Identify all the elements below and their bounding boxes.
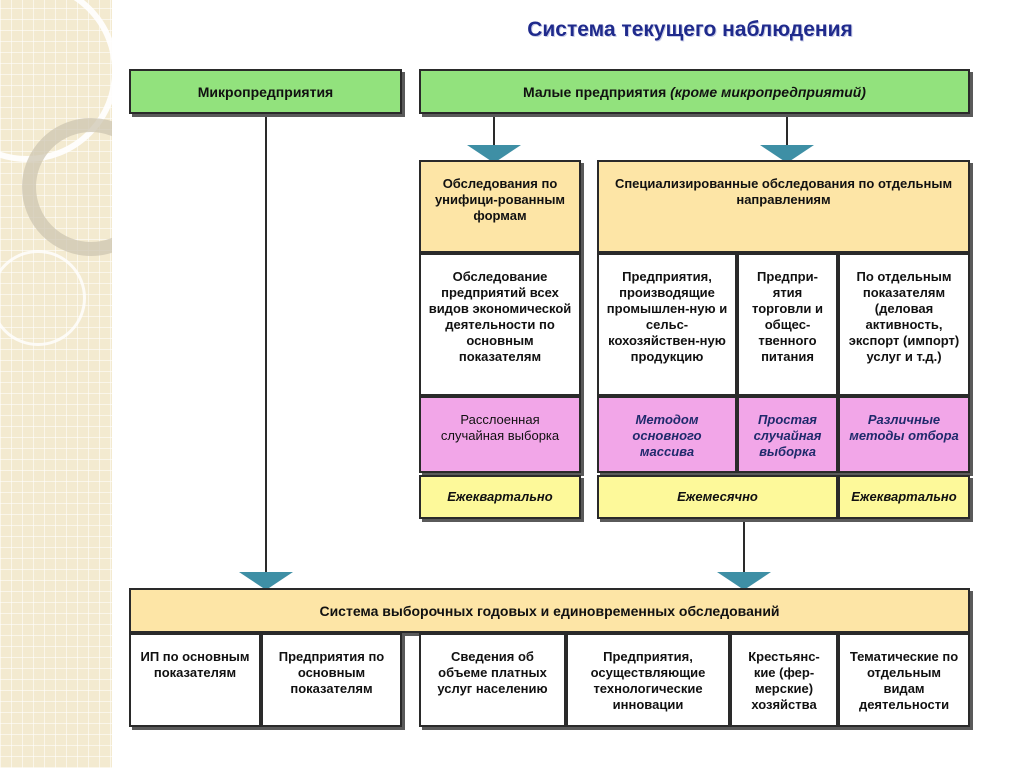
- annual-surveys-header: Система выборочных годовых и единовремен…: [129, 588, 970, 633]
- simple-random-sample-label: Простая случайная выборка: [753, 412, 822, 459]
- all-activity-survey-box: Обследование предприятий всех видов экон…: [419, 253, 581, 396]
- bottom-cell: Крестьянс-кие (фер-мерские) хозяйства: [730, 633, 838, 727]
- connector-line: [265, 115, 267, 575]
- simple-random-sample-box: Простая случайная выборка: [737, 396, 838, 473]
- arrow-down-icon: [760, 145, 814, 163]
- separate-indicators-label: По отдельным показателям (деловая активн…: [848, 269, 960, 364]
- small-enterprises-box: Малые предприятия (кроме микропредприяти…: [419, 69, 970, 114]
- frequency-label: Ежеквартально: [447, 489, 553, 504]
- micro-enterprises-label: Микропредприятия: [197, 83, 334, 100]
- bottom-cell-label: Тематические по отдельным видам деятельн…: [849, 649, 959, 712]
- arrow-down-icon: [239, 572, 293, 590]
- specialized-surveys-header: Специализированные обследования по отдел…: [597, 160, 970, 253]
- frequency-label: Ежемесячно: [677, 489, 758, 504]
- arrow-down-icon: [717, 572, 771, 590]
- decorative-ring: [0, 250, 86, 346]
- bottom-cell: ИП по основным показателям: [129, 633, 261, 727]
- small-enterprises-main: Малые предприятия: [523, 83, 667, 100]
- separate-indicators-box: По отдельным показателям (деловая активн…: [838, 253, 970, 396]
- trade-catering-box: Предпри-ятия торговли и общес-твенного п…: [737, 253, 838, 396]
- unified-forms-header: Обследования по унифици-рованным формам: [419, 160, 581, 253]
- frequency-label: Ежеквартально: [851, 489, 957, 504]
- various-selection-methods-label: Различные методы отбора: [849, 412, 959, 443]
- stratified-sample-label: Расслоенная случайная выборка: [440, 412, 560, 443]
- micro-enterprises-box: Микропредприятия: [129, 69, 402, 114]
- bottom-cell: Тематические по отдельным видам деятельн…: [838, 633, 970, 727]
- bottom-cell: Предприятия, осуществляющие технологичес…: [566, 633, 730, 727]
- annual-surveys-label: Система выборочных годовых и единовремен…: [319, 602, 780, 619]
- all-activity-survey-label: Обследование предприятий всех видов экон…: [428, 269, 572, 364]
- main-array-method-box: Методом основного массива: [597, 396, 737, 473]
- connector-line: [743, 519, 745, 575]
- frequency-quarterly-left: Ежеквартально: [419, 475, 581, 519]
- bottom-cell: Предприятия по основным показателям: [261, 633, 402, 727]
- main-array-method-label: Методом основного массива: [632, 412, 702, 459]
- bottom-cell-label: Предприятия, осуществляющие технологичес…: [590, 649, 706, 712]
- bottom-cell-label: Предприятия по основным показателям: [278, 649, 385, 696]
- decorative-sidebar: [0, 0, 112, 768]
- unified-forms-label: Обследования по унифици-рованным формам: [434, 176, 566, 223]
- bottom-cell-label: ИП по основным показателям: [140, 649, 250, 680]
- bottom-cell-label: Крестьянс-кие (фер-мерские) хозяйства: [748, 649, 820, 712]
- frequency-quarterly-right: Ежеквартально: [838, 475, 970, 519]
- specialized-surveys-label: Специализированные обследования по отдел…: [614, 176, 953, 207]
- bottom-cell-label: Сведения об объеме платных услуг населен…: [437, 649, 548, 696]
- small-enterprises-label: Малые предприятия (кроме микропредприяти…: [523, 84, 866, 100]
- trade-catering-label: Предпри-ятия торговли и общес-твенного п…: [752, 269, 823, 364]
- page-title: Система текущего наблюдения: [527, 18, 853, 41]
- arrow-down-icon: [467, 145, 521, 163]
- connector-line: [493, 115, 495, 145]
- small-enterprises-note: (кроме микропредприятий): [670, 83, 866, 100]
- stratified-sample-box: Расслоенная случайная выборка: [419, 396, 581, 473]
- bottom-cell: Сведения об объеме платных услуг населен…: [419, 633, 566, 727]
- frequency-monthly: Ежемесячно: [597, 475, 838, 519]
- industry-agri-box: Предприятия, производящие промышлен-ную …: [597, 253, 737, 396]
- industry-agri-label: Предприятия, производящие промышлен-ную …: [606, 269, 728, 364]
- connector-line: [786, 115, 788, 145]
- various-selection-methods-box: Различные методы отбора: [838, 396, 970, 473]
